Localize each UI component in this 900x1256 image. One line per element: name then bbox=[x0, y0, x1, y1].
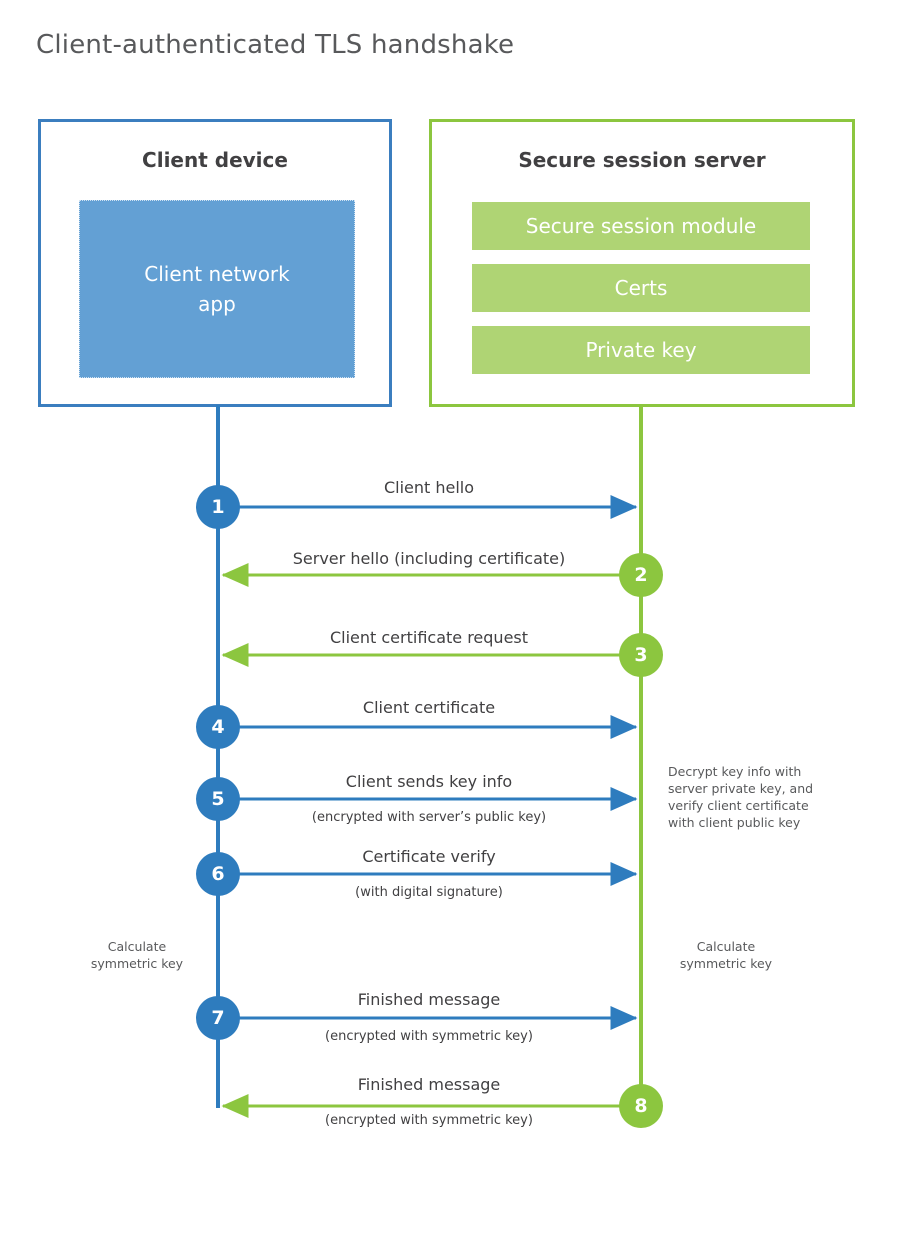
note-client-calculate-line-2: symmetric key bbox=[90, 956, 184, 971]
note-server-decrypt: Decrypt key info with server private key… bbox=[668, 763, 838, 831]
note-server-calculate-symmetric-key: Calculate symmetric key bbox=[651, 938, 801, 972]
message-label-6: Certificate verify bbox=[362, 847, 496, 866]
message-label-3: Client certificate request bbox=[329, 628, 529, 647]
note-server-decrypt-line-2: server private key, and bbox=[668, 781, 814, 796]
note-server-calculate-line-1: Calculate bbox=[696, 939, 756, 954]
server-module-certs: Certs bbox=[472, 264, 810, 312]
step-number-5[interactable]: 5 bbox=[196, 777, 240, 821]
message-sublabel-6: (with digital signature) bbox=[355, 885, 503, 900]
server-module-private-key: Private key bbox=[472, 326, 810, 374]
step-number-8[interactable]: 8 bbox=[619, 1084, 663, 1128]
message-label-1: Client hello bbox=[383, 478, 475, 497]
note-server-calculate-line-2: symmetric key bbox=[679, 956, 773, 971]
step-number-2[interactable]: 2 bbox=[619, 553, 663, 597]
step-number-4[interactable]: 4 bbox=[196, 705, 240, 749]
step-number-1[interactable]: 1 bbox=[196, 485, 240, 529]
page-title: Client-authenticated TLS handshake bbox=[36, 30, 515, 60]
client-device-box: Client device Client network app bbox=[38, 119, 392, 407]
message-label-8: Finished message bbox=[357, 1075, 501, 1094]
message-label-7: Finished message bbox=[357, 990, 501, 1009]
message-label-2: Server hello (including certificate) bbox=[292, 549, 566, 568]
message-label-5: Client sends key info bbox=[345, 772, 513, 791]
note-server-decrypt-line-3: verify client certificate bbox=[668, 798, 809, 813]
client-device-title: Client device bbox=[142, 148, 288, 172]
step-number-3[interactable]: 3 bbox=[619, 633, 663, 677]
server-module-secure-session-module: Secure session module bbox=[472, 202, 810, 250]
client-network-app-label: Client network app bbox=[144, 262, 290, 316]
client-network-app-block: Client network app bbox=[79, 200, 355, 378]
step-number-6[interactable]: 6 bbox=[196, 852, 240, 896]
note-client-calculate-line-1: Calculate bbox=[107, 939, 167, 954]
secure-session-server-title: Secure session server bbox=[518, 148, 766, 172]
step-number-7[interactable]: 7 bbox=[196, 996, 240, 1040]
message-sublabel-8: (encrypted with symmetric key) bbox=[325, 1113, 533, 1128]
message-label-4: Client certificate bbox=[362, 698, 496, 717]
note-server-decrypt-line-4: with client public key bbox=[668, 815, 801, 830]
message-sublabel-5: (encrypted with server’s public key) bbox=[311, 810, 547, 825]
note-server-decrypt-line-1: Decrypt key info with bbox=[668, 764, 802, 779]
message-sublabel-7: (encrypted with symmetric key) bbox=[325, 1029, 533, 1044]
note-client-calculate-symmetric-key: Calculate symmetric key bbox=[62, 938, 212, 972]
